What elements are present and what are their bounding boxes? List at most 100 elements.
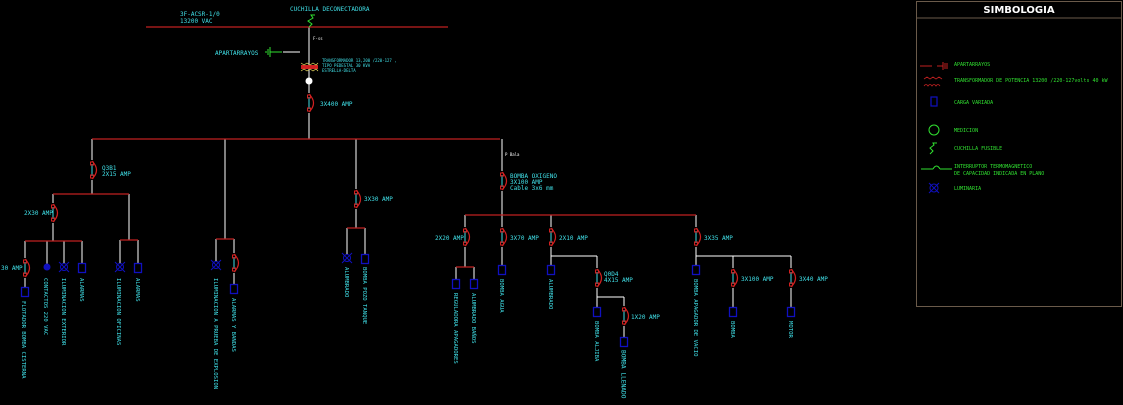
load-label: ILUMINACION EXTERIOR — [60, 278, 66, 346]
legend-item: TRANSFORMADOR DE POTENCIA 13200 /220-127… — [954, 78, 1109, 84]
breaker-icon — [23, 258, 44, 278]
luminaire-icon — [58, 261, 70, 273]
load-label: BOMBA — [729, 321, 735, 338]
buses — [25, 26, 696, 268]
legend-title: SIMBOLOGIA — [983, 5, 1054, 16]
b1-breaker-label: 2X15 AMP — [102, 171, 131, 178]
legend-item: MEDICION — [954, 128, 978, 134]
luminaire-icon — [928, 182, 940, 194]
load-label: MOTOR — [787, 321, 793, 338]
legend-item: INTERRUPTOR TERMOMAGNETICO — [954, 164, 1032, 170]
breaker-icon — [921, 165, 952, 170]
luminaire-icon — [341, 252, 353, 264]
luminaire-icon — [210, 259, 222, 271]
breaker-label: 2X20 AMP — [435, 235, 464, 242]
legend-item: CARGA VARIADA — [954, 100, 993, 106]
legend-item: LUMINARIA — [954, 186, 981, 192]
load-label: BOMBA LLENADO — [620, 350, 627, 399]
load-box-icon — [360, 253, 370, 265]
legend-item: CUCHILLA FUSIBLE — [954, 146, 1002, 152]
contact-outlet-icon — [43, 263, 51, 271]
load-label: ALARMAS Y BANDAS — [230, 298, 236, 352]
b1-float-breaker-label: 30 AMP — [1, 265, 23, 272]
load-label: ALUMBRADO — [343, 267, 349, 298]
breaker-icon — [694, 227, 715, 247]
fuse-switch-icon — [929, 142, 937, 155]
load-box-icon — [20, 286, 30, 298]
meter-icon — [305, 77, 313, 85]
b1-sub-breaker-label: 2X30 AMP — [24, 210, 53, 217]
feeder-voltage: 13200 VAC — [180, 18, 213, 25]
b4-sub-breaker-id: Q0D4 — [604, 271, 619, 278]
breaker-label: 3X35 AMP — [704, 235, 733, 242]
b4-sub-breaker-label: 4X15 AMP — [604, 277, 633, 284]
breaker-label: 3X70 AMP — [510, 235, 539, 242]
b4-tag: P Bala — [505, 152, 520, 157]
breaker-icon — [500, 171, 521, 191]
breaker-icon — [622, 306, 643, 326]
load-label: BOMBA POZO TANQUE — [361, 267, 367, 325]
fuse-tag: F-ss — [313, 36, 323, 41]
meter-icon — [928, 124, 940, 136]
luminaire-icon — [114, 261, 126, 273]
load-box-icon — [728, 306, 738, 318]
arrester-icon — [265, 47, 282, 57]
legend: SIMBOLOGIA APARTARRAYOS TRANSFORMADOR DE… — [916, 1, 1122, 307]
load-box-icon — [77, 262, 87, 274]
disconnect-switch-icon — [307, 14, 315, 28]
load-box-icon — [229, 283, 239, 295]
load-box-icon — [619, 336, 629, 348]
load-label: BOMBA AGUA — [498, 279, 504, 313]
load-label: CONTACTOS 220 VAC — [42, 278, 48, 335]
load-label: FLOTADOR BOMBA CISTERNA — [20, 301, 26, 379]
load-label: BOMBA APAGADOR DE VACIO — [692, 279, 698, 357]
load-box-icon — [469, 278, 479, 290]
breaker-icon — [90, 160, 111, 180]
load-box-icon — [592, 306, 602, 318]
breaker-icon — [354, 189, 375, 209]
disconnect-label: CUCHILLA DECONECTADORA — [290, 6, 370, 13]
load-box-icon — [786, 306, 796, 318]
transformer-line1: TRANSFORMADOR 13,200 /220-127 , — [322, 58, 397, 63]
breaker-icon — [789, 268, 810, 288]
load-label: REGULADORA APAGADORES — [452, 293, 458, 364]
breaker-icon — [549, 227, 570, 247]
breaker-label: 3X40 AMP — [799, 276, 828, 283]
breaker-icon — [307, 93, 328, 113]
load-label: ALARMAS — [134, 278, 140, 302]
transformer-line2: TIPO PEDESTAL 30 KVA — [322, 63, 371, 68]
arrester-icon — [920, 62, 948, 70]
transformer-line3: ESTRELLA-DELTA — [322, 68, 356, 73]
breaker-icon — [731, 268, 752, 288]
load-box-icon — [497, 264, 507, 276]
load-label: ALUMBRADO — [547, 279, 553, 310]
breaker-icon — [500, 227, 521, 247]
legend-item: DE CAPACIDAD INDICADA EN PLANO — [954, 171, 1044, 177]
b4-breaker-line1: BOMBA OXIGENO — [510, 173, 557, 180]
b3-breaker-label: 3X30 AMP — [364, 196, 393, 203]
transformer-icon — [923, 76, 943, 87]
breaker-label: 2X10 AMP — [559, 235, 588, 242]
load-box-icon — [546, 264, 556, 276]
legend-item: APARTARRAYOS — [954, 62, 990, 68]
b4-breaker-line2: 3X100 AMP — [510, 179, 543, 186]
arrester-label: APARTARRAYOS — [215, 50, 259, 57]
load-label: ILUMINACION OFICINAS — [115, 278, 121, 345]
load-box-icon — [930, 96, 938, 107]
load-box-icon — [691, 264, 701, 276]
load-label: ALUMBRADO BAÑOS — [470, 293, 477, 344]
load-label: BOMBA ALJIBA — [593, 321, 599, 362]
feeder-conductor: 3F-ACSR-1/0 — [180, 11, 220, 18]
load-label: ILUMINACION A PRUEBA DE EXPLOSION — [212, 278, 218, 389]
b4-small-breaker-label: 1X20 AMP — [631, 314, 660, 321]
transformer-icon — [300, 62, 319, 72]
load-box-icon — [451, 278, 461, 290]
b4-breaker-line3: Cable 3x6 mm — [510, 185, 554, 192]
breaker-icon — [463, 227, 484, 247]
load-box-icon — [133, 262, 143, 274]
breaker-icon — [595, 268, 616, 288]
load-label: ALARMAS — [78, 278, 84, 302]
breaker-icon — [51, 203, 72, 223]
main-breaker-label: 3X400 AMP — [320, 101, 353, 108]
